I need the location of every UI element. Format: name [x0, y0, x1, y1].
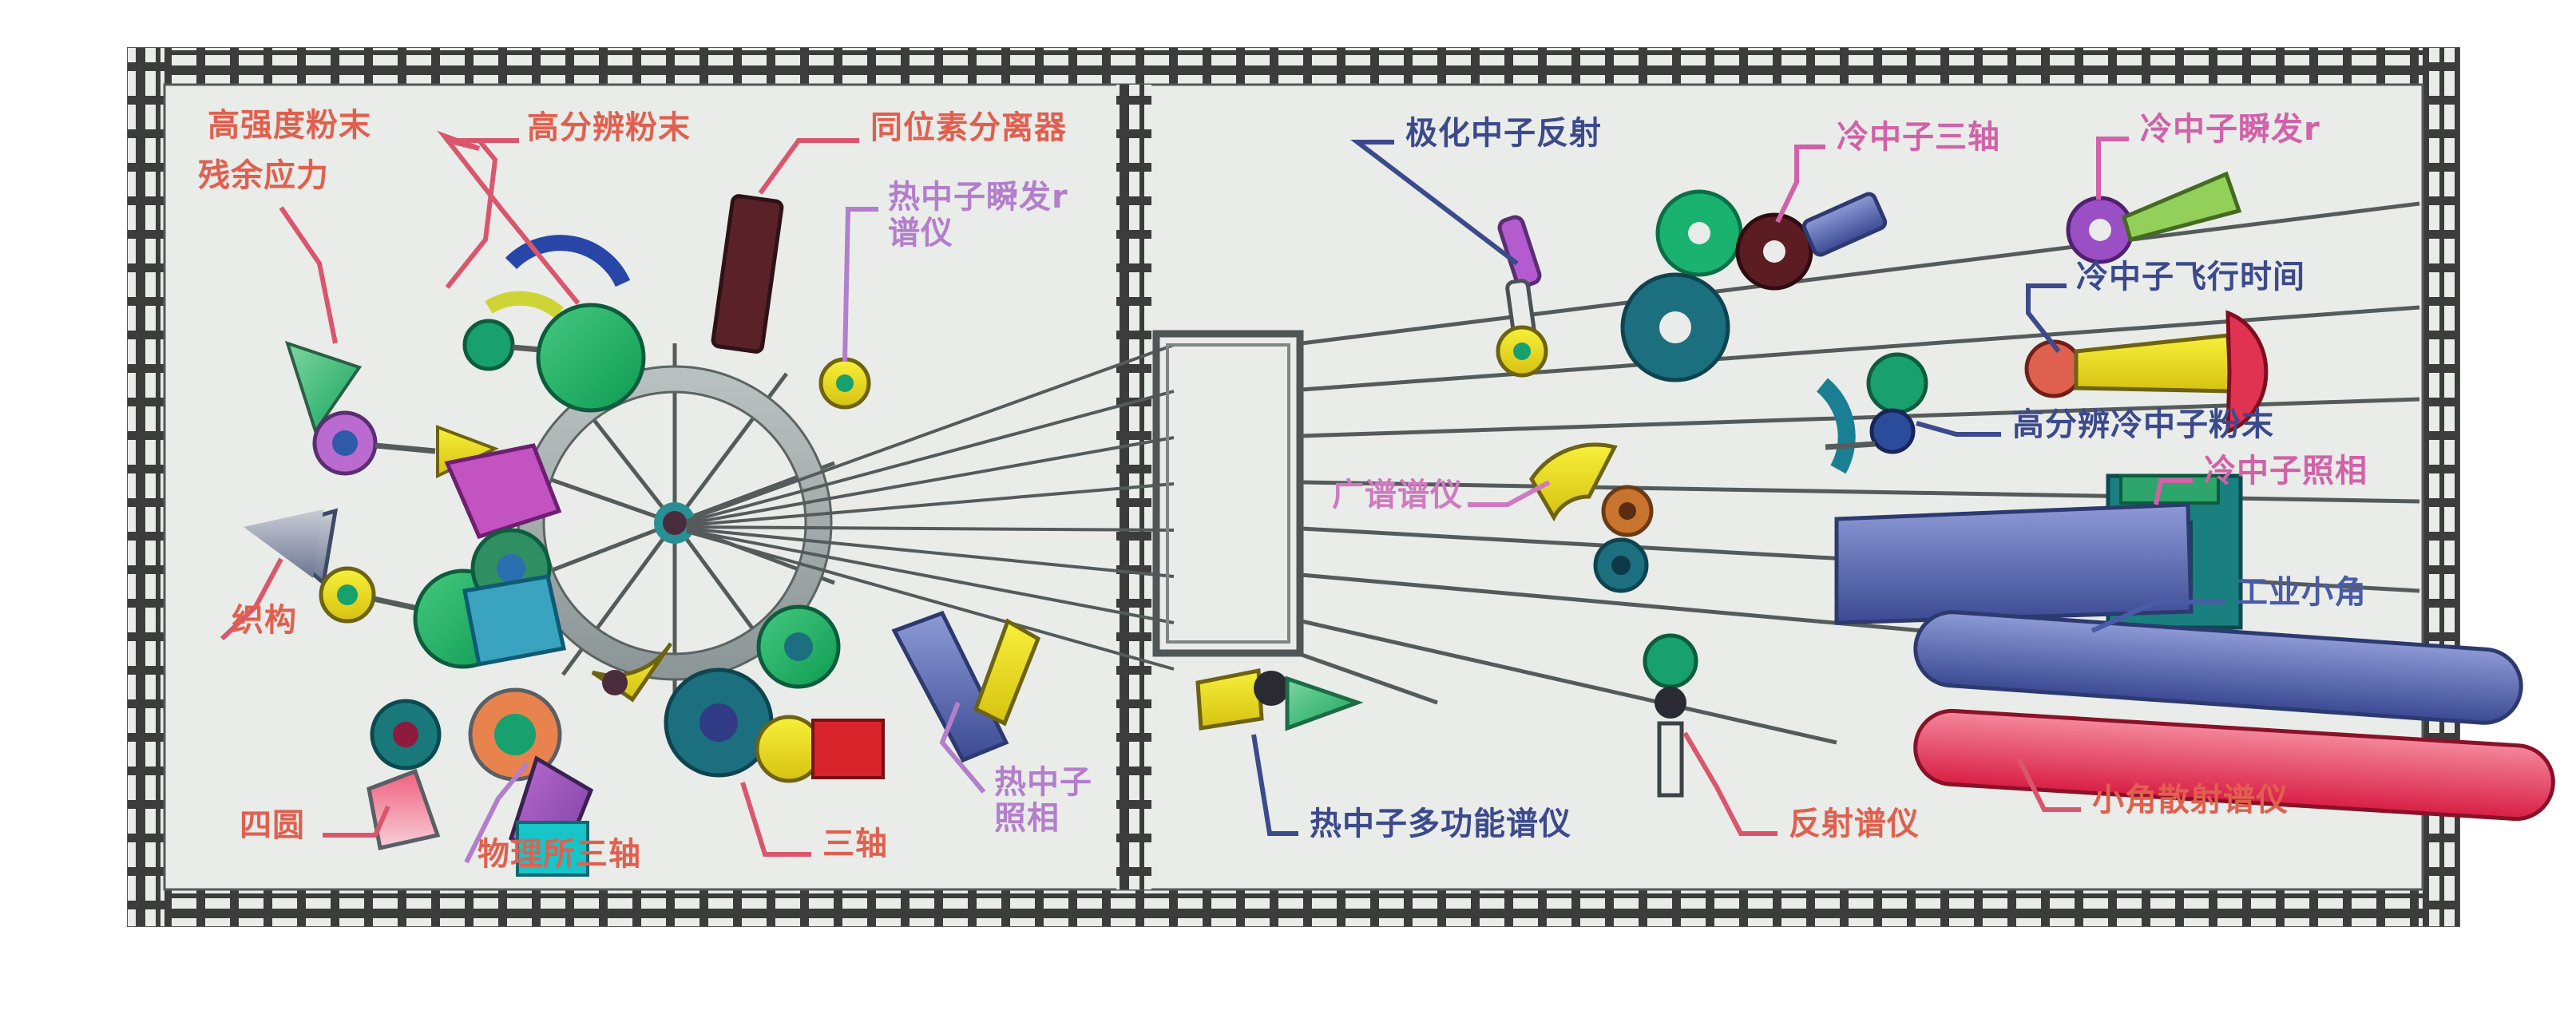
instrument-broad-spectrum	[1529, 442, 1654, 593]
neutron-guides-fan	[686, 343, 1175, 671]
leader-four-circle	[323, 805, 390, 838]
leader-high-resolution-powder	[437, 130, 581, 305]
label-high-resolution-cold-powder: 高分辨冷中子粉末	[2012, 406, 2274, 443]
leader-lines	[220, 130, 2225, 864]
label-texture: 织构	[232, 602, 297, 639]
instrument-polarized-neutron-reflectometer	[1496, 215, 1548, 378]
label-polarized-neutron-reflectometer: 极化中子反射	[1405, 115, 1602, 152]
label-residual-stress: 残余应力	[198, 157, 329, 194]
label-isotope-separator: 同位素分离器	[870, 109, 1067, 146]
label-high-resolution-powder: 高分辨粉末	[527, 109, 691, 146]
instrument-thermal-prompt-gamma	[818, 357, 871, 410]
instrument-reflectometer	[1643, 633, 1698, 798]
leader-reflectometer	[1682, 731, 1777, 836]
instrument-isotope-separator	[711, 194, 784, 354]
instrument-thermal-multipurpose	[1195, 667, 1364, 731]
instrument-industrial-sans-guide	[1834, 502, 2194, 625]
leader-thermal-neutron-imaging	[939, 701, 986, 794]
instrument-cold-neutron-prompt-gamma	[2066, 171, 2242, 264]
label-cold-neutron-tof: 冷中子飞行时间	[2076, 259, 2305, 295]
label-thermal-prompt-gamma: 热中子瞬发r 谱仪	[888, 179, 1068, 252]
instrument-industrial-sans-tube	[1913, 610, 2523, 725]
instrument-cold-neutron-tof	[2024, 310, 2269, 434]
instrument-high-resolution-cold-powder	[1816, 352, 1928, 474]
instrument-texture	[244, 509, 323, 578]
label-reflectometer: 反射谱仪	[1789, 806, 1920, 842]
instrument-thermal-neutron-imaging	[891, 610, 1041, 763]
leader-broad-spectrum	[1468, 480, 1551, 507]
leader-sans	[2016, 757, 2081, 812]
leader-cold-neutron-prompt-gamma	[2096, 137, 2129, 200]
label-cold-neutron-triple-axis: 冷中子三轴	[1837, 119, 2000, 156]
instrument-high-resolution-powder	[462, 235, 646, 413]
guide-exit-shield	[1152, 330, 1304, 657]
leader-iop-triple-axis	[464, 762, 529, 864]
label-thermal-neutron-imaging: 热中子 照相	[994, 764, 1092, 837]
label-cold-neutron-prompt-gamma: 冷中子瞬发r	[2140, 111, 2320, 148]
instrument-sans-tube	[1913, 708, 2555, 822]
label-sans: 小角散射谱仪	[2092, 782, 2289, 818]
label-iop-triple-axis: 物理所三轴	[478, 836, 641, 873]
leader-polarized-neutron-reflectometer	[1350, 140, 1519, 266]
leader-cold-neutron-triple-axis	[1775, 145, 1825, 224]
instrument-iop-triple-axis	[468, 687, 594, 877]
leader-cold-neutron-tof	[2026, 283, 2067, 353]
label-thermal-multipurpose: 热中子多功能谱仪	[1310, 806, 1571, 842]
label-four-circle: 四圆	[240, 807, 305, 844]
leader-triple-axis	[740, 782, 811, 857]
leader-high-intensity-powder	[445, 139, 498, 289]
label-cold-neutron-imaging: 冷中子照相	[2204, 453, 2368, 489]
reactor-shield-ring	[519, 367, 830, 679]
leader-thermal-multipurpose	[1251, 734, 1298, 836]
label-high-intensity-powder: 高强度粉末	[208, 107, 371, 144]
leader-industrial-sans	[2091, 600, 2225, 633]
label-industrial-sans: 工业小角	[2236, 574, 2367, 611]
leader-isotope-separator	[758, 138, 859, 195]
leader-cold-neutron-imaging	[2154, 478, 2193, 505]
instrument-left-green-bottom	[756, 604, 841, 689]
leader-texture	[220, 557, 283, 641]
label-broad-spectrum: 广谱谱仪	[1332, 477, 1463, 513]
instrument-triple-axis	[664, 667, 885, 783]
label-triple-axis: 三轴	[822, 826, 888, 862]
instrument-reactor-side-yellow	[591, 642, 673, 703]
instrument-left-teal-mid	[462, 574, 567, 667]
instrument-cold-neutron-triple-axis	[1620, 189, 1888, 382]
leader-residual-stress	[279, 206, 338, 344]
leader-high-resolution-cold-powder	[1916, 421, 2001, 437]
leader-thermal-prompt-gamma	[842, 207, 878, 362]
